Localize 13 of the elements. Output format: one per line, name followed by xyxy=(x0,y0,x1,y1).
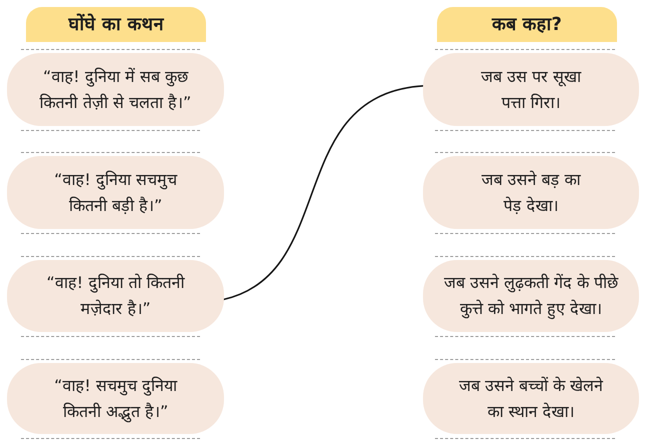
statement-text: “वाह! दुनिया तो कितनी मज़ेदार है।” xyxy=(46,272,186,320)
statement-text: “वाह! सचमुच दुनिया कितनी अद्भुत है।” xyxy=(53,374,178,424)
column-header-tab xyxy=(26,7,206,42)
column-heading: कब कहा? xyxy=(492,12,562,36)
statement-text: “वाह! दुनिया सचमुच कितनी बड़ी है।” xyxy=(53,168,178,216)
column-header-tab xyxy=(437,7,617,42)
answer-text: जब उसने बच्चों के खेलने का स्थान देखा। xyxy=(458,374,604,422)
column-heading: घोंघे का कथन xyxy=(68,12,164,36)
matching-line xyxy=(222,85,424,300)
answer-text: जब उस पर सूखा पत्ता गिरा। xyxy=(480,66,582,114)
answer-text: जब उसने बड़ का पेड़ देखा। xyxy=(480,168,582,216)
statement-text: “वाह! दुनिया में सब कुछ कितनी तेज़ी से चलता है।” xyxy=(38,66,192,114)
answer-text: जब उसने लुढ़कती गेंद के पीछे कुत्ते को भागते हुए देखा। xyxy=(442,272,620,322)
